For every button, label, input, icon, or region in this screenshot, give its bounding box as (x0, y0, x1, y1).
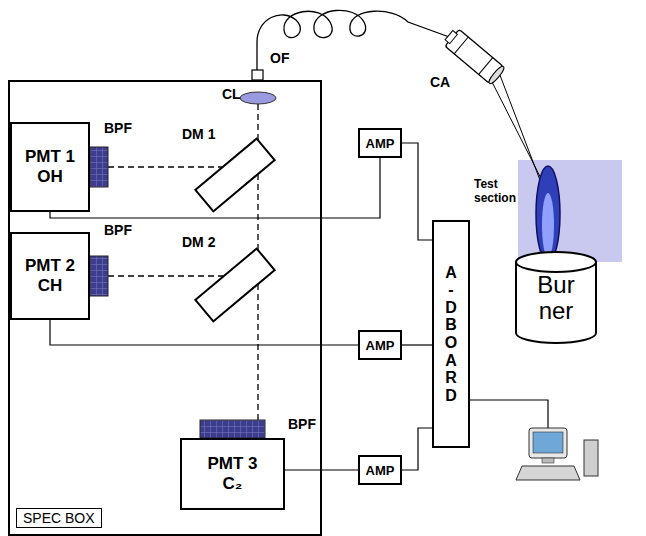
optical-path (108, 104, 258, 420)
amplifier-box: AMP (358, 455, 402, 485)
flame (536, 166, 560, 262)
node-text: AMP (366, 136, 395, 151)
node-text: Burner (534, 272, 578, 325)
band-pass-filter (90, 147, 108, 187)
signal-wire (402, 344, 432, 345)
test-section-region (518, 160, 622, 262)
collimating-lens (240, 92, 276, 104)
part-label: DM 2 (182, 234, 215, 250)
photomultiplier-box: PMT 2 CH (10, 232, 90, 320)
part-label: BPF (288, 416, 316, 432)
amplifier-box: AMP (358, 330, 402, 360)
computer-icon (516, 428, 598, 480)
part-label: OF (270, 50, 289, 66)
part-label: BPF (104, 120, 132, 136)
band-pass-filter (200, 420, 265, 438)
data-wire (470, 400, 548, 428)
box-title: SPEC BOX (16, 508, 102, 528)
node-text: PMT 2 CH (19, 256, 81, 297)
signal-wire (50, 320, 358, 345)
collimator (442, 27, 506, 86)
fiber-connector (252, 70, 263, 80)
photomultiplier-box: PMT 3 C₂ (180, 438, 285, 510)
node-text: AMP (366, 338, 395, 353)
node-text: A-D BOARD (444, 264, 458, 405)
signal-wire (402, 143, 432, 240)
signal-wire (402, 428, 432, 470)
part-label: BPF (104, 222, 132, 238)
burner: Burner (514, 250, 598, 345)
ad-board: A-D BOARD (432, 220, 470, 448)
part-label: DM 1 (182, 126, 215, 142)
dichroic-mirror (195, 249, 274, 322)
spec-box: SPEC BOX PMT 1 OH PMT 2 CH PMT 3 C₂ (8, 80, 322, 536)
part-label: CA (430, 74, 450, 90)
node-text: PMT 3 C₂ (202, 454, 264, 495)
node-text: AMP (366, 463, 395, 478)
amplifier-box: AMP (358, 128, 402, 158)
node-text: PMT 1 OH (19, 147, 81, 188)
photomultiplier-box: PMT 1 OH (10, 122, 90, 212)
band-pass-filter (90, 256, 108, 296)
region-label: Test section (474, 178, 526, 206)
optical-fiber (257, 10, 452, 70)
dichroic-mirror (195, 139, 274, 212)
part-label: CL (222, 86, 241, 102)
